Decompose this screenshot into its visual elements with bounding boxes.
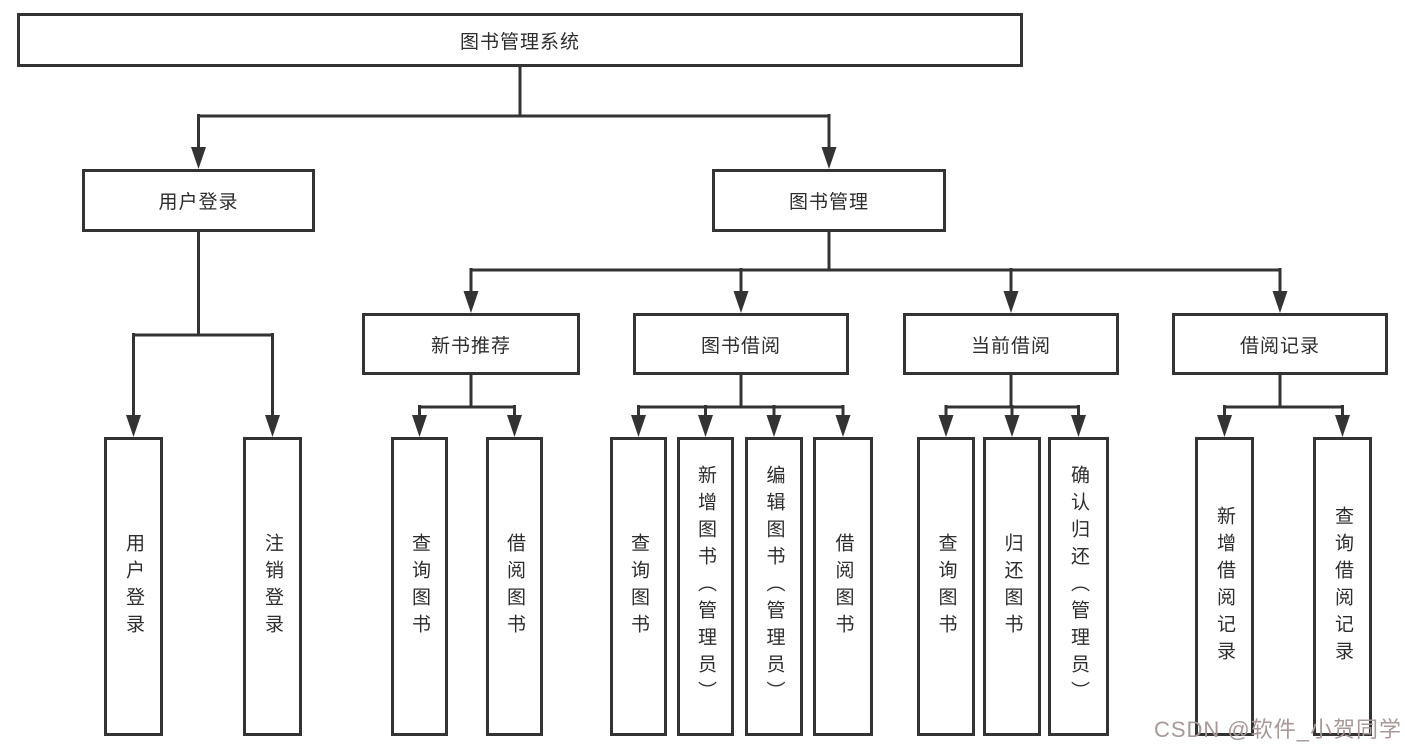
leaf-borrow-books-2: 借阅图书 — [813, 437, 873, 736]
leaf-query-books-2: 查询图书 — [610, 437, 667, 736]
node-label: 查询图书 — [935, 532, 957, 641]
leaf-return-books: 归还图书 — [983, 437, 1041, 736]
node-label: 查询图书 — [628, 532, 649, 641]
node-label: 新增借阅记录 — [1214, 505, 1235, 668]
node-label: 归还图书 — [1001, 532, 1023, 641]
leaf-logout: 注销登录 — [243, 437, 302, 736]
node-current-borrow: 当前借阅 — [903, 313, 1119, 375]
node-label: 查询借阅记录 — [1332, 505, 1353, 668]
leaf-query-books-1: 查询图书 — [391, 437, 448, 736]
arrowheads — [126, 147, 1350, 437]
csdn-watermark: CSDN @软件_小贺同学 — [1153, 717, 1402, 742]
node-new-book-recommend: 新书推荐 — [362, 313, 580, 375]
node-label: 借阅记录 — [1239, 335, 1320, 357]
node-user-login: 用户登录 — [82, 169, 315, 232]
leaf-query-books-3: 查询图书 — [917, 437, 975, 736]
node-label: 用户登录 — [158, 192, 239, 213]
leaf-confirm-return-admin: 确认归还（管理员） — [1048, 437, 1109, 736]
leaf-borrow-books-1: 借阅图书 — [486, 437, 543, 736]
leaf-edit-books-admin: 编辑图书（管理员） — [745, 437, 803, 736]
node-book-borrow: 图书借阅 — [633, 313, 849, 375]
node-label: 当前借阅 — [970, 335, 1051, 357]
node-book-management: 图书管理 — [712, 169, 946, 232]
node-label: 借阅图书 — [504, 532, 525, 641]
node-label: 编辑图书（管理员） — [763, 465, 785, 708]
node-label: 新书推荐 — [430, 335, 511, 357]
node-root-library-management-system: 图书管理系统 — [17, 13, 1023, 67]
leaf-add-borrow-record: 新增借阅记录 — [1195, 437, 1254, 736]
node-label: 借阅图书 — [832, 532, 854, 641]
leaf-add-books-admin: 新增图书（管理员） — [677, 437, 734, 736]
node-label: 新增图书（管理员） — [695, 465, 716, 708]
node-label: 确认归还（管理员） — [1068, 465, 1089, 708]
node-label: 用户登录 — [123, 532, 144, 641]
node-label: 查询图书 — [409, 532, 430, 641]
leaf-user-login: 用户登录 — [104, 437, 163, 736]
node-label: 图书管理系统 — [459, 31, 580, 53]
node-borrow-record: 借阅记录 — [1172, 313, 1388, 375]
node-label: 图书借阅 — [700, 335, 781, 357]
leaf-query-borrow-record: 查询借阅记录 — [1313, 437, 1372, 736]
node-label: 图书管理 — [788, 192, 869, 213]
node-label: 注销登录 — [262, 532, 283, 641]
